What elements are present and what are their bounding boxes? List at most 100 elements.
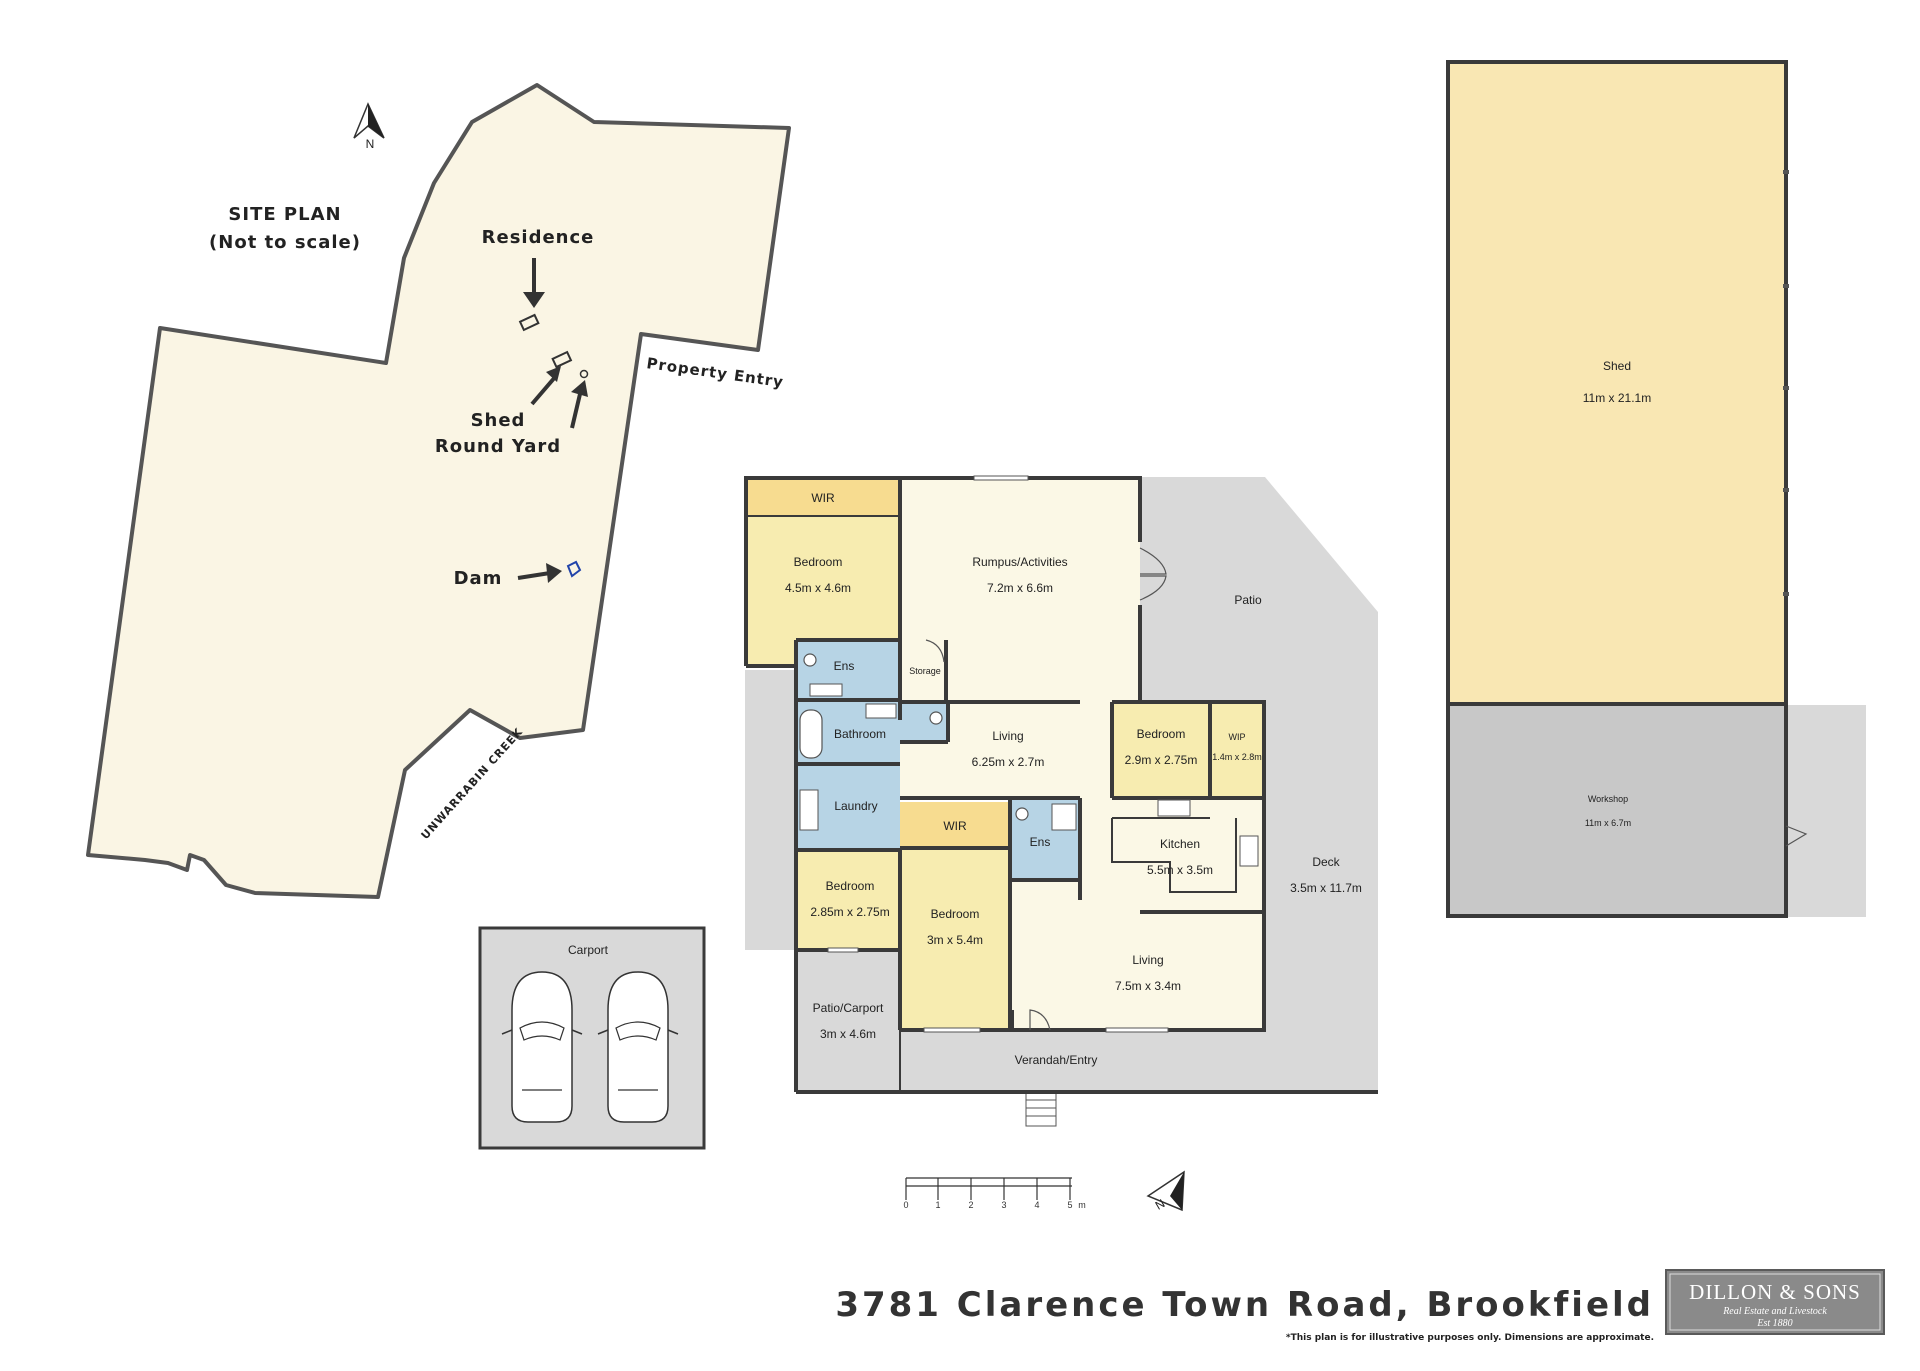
wip-dims: 1.4m x 2.8m (1212, 752, 1262, 762)
property-entry-label: Property Entry (645, 354, 785, 391)
dam-marker (566, 560, 582, 578)
scale-tick: 2 (968, 1200, 973, 1210)
north-arrow-icon: N (353, 102, 385, 151)
living-1-dims: 6.25m x 2.7m (972, 755, 1045, 769)
scale-tick: 3 (1001, 1200, 1006, 1210)
shed-arrow-icon (530, 366, 561, 406)
wir-top-area (746, 478, 900, 516)
toilet-icon (803, 653, 817, 667)
toilet-icon (929, 711, 943, 725)
side-path (745, 670, 795, 950)
scale-tick: 5 (1067, 1200, 1072, 1210)
round-yard-marker (579, 369, 589, 379)
deck-area (1264, 700, 1378, 1092)
bathroom-label: Bathroom (834, 727, 886, 741)
scale-tick: 1 (935, 1200, 940, 1210)
car-icon (597, 971, 679, 1123)
wir-mid-label: WIR (943, 819, 967, 833)
workshop-dims: 11m x 6.7m (1585, 818, 1631, 828)
bedroom-3-area (796, 850, 900, 950)
bedroom-4-name: Bedroom (931, 907, 980, 921)
cooktop-icon (1157, 799, 1191, 817)
laundry-tub-icon (799, 789, 819, 831)
patio-carport-area (796, 950, 900, 1092)
logo-tagline: Real Estate and Livestock (1722, 1306, 1827, 1317)
site-boundary (86, 83, 791, 899)
storage-area (900, 640, 946, 702)
living-2-name: Living (1132, 953, 1163, 967)
site-north-label: N (366, 137, 375, 151)
wip-name: WIP (1229, 732, 1246, 742)
site-plan-subtitle: (Not to scale) (209, 232, 361, 253)
shower-icon (1051, 803, 1077, 831)
patio-carport-name: Patio/Carport (813, 1001, 884, 1015)
wip-area (1210, 702, 1264, 798)
kitchen-name: Kitchen (1160, 837, 1200, 851)
logo-est: Est 1880 (1756, 1318, 1792, 1329)
shed-label: Shed (471, 410, 526, 431)
agency-logo: DILLON & SONS Real Estate and Livestock … (1665, 1269, 1885, 1335)
house-floor-plan: WIR Bedroom 4.5m x 4.6m Rumpus/Activitie… (744, 475, 1378, 1127)
bedroom-1-dims: 4.5m x 4.6m (785, 581, 851, 595)
shed-marker (551, 350, 573, 369)
verandah-area (900, 1030, 1378, 1092)
kitchen-dims: 5.5m x 3.5m (1147, 863, 1213, 877)
workshop-annex (1786, 705, 1866, 917)
shed-dims: 11m x 21.1m (1583, 391, 1651, 405)
rumpus-dims: 7.2m x 6.6m (987, 581, 1053, 595)
shed-area (1446, 60, 1788, 706)
dam-arrow-icon (517, 563, 562, 583)
bedroom-3-name: Bedroom (826, 879, 875, 893)
living-2-dims: 7.5m x 3.4m (1115, 979, 1181, 993)
shed-name: Shed (1603, 359, 1631, 373)
scale-tick: 0 (903, 1200, 908, 1210)
bedroom-4-dims: 3m x 5.4m (927, 933, 983, 947)
window (923, 1027, 981, 1033)
patio-carport-dims: 3m x 4.6m (820, 1027, 876, 1041)
walls (744, 476, 1378, 1094)
living-1-name: Living (992, 729, 1023, 743)
bedroom-2-area (1112, 702, 1210, 798)
carport-label: Carport (568, 943, 609, 957)
wir-top-label: WIR (811, 491, 835, 505)
car-icon (501, 971, 583, 1123)
shed-building: Shed 11m x 21.1m Workshop 11m x 6.7m (1446, 60, 1866, 918)
logo-name: DILLON & SONS (1689, 1280, 1861, 1304)
bathtub-icon (799, 709, 823, 759)
residence-label: Residence (482, 227, 595, 248)
storage-label: Storage (909, 666, 941, 676)
workshop-door-icon (1785, 825, 1808, 847)
residence-marker (518, 313, 540, 332)
bedroom-4-area (900, 848, 1010, 1030)
bedroom-2-name: Bedroom (1137, 727, 1186, 741)
workshop-area (1446, 702, 1788, 918)
dam-label: Dam (454, 568, 503, 589)
plan-north-arrow-icon: N (1146, 1170, 1185, 1213)
basin-icon (809, 683, 843, 697)
patio-area (1140, 477, 1378, 700)
patio-label: Patio (1234, 593, 1262, 607)
storage-door-icon (925, 639, 945, 663)
rumpus-name: Rumpus/Activities (972, 555, 1067, 569)
patio-doors-icon (1139, 547, 1167, 601)
toilet-icon (1015, 807, 1029, 821)
basin-icon (865, 703, 897, 719)
scale-tick: 4 (1034, 1200, 1039, 1210)
window (827, 947, 859, 953)
carport: Carport (478, 926, 706, 1150)
disclaimer-text: *This plan is for illustrative purposes … (1286, 1333, 1654, 1343)
ens-top-label: Ens (834, 659, 855, 673)
kitchen-sink-icon (1239, 835, 1259, 867)
window (1105, 1027, 1169, 1033)
property-address: 3781 Clarence Town Road, Brookfield (835, 1285, 1654, 1325)
bedroom-1-name: Bedroom (794, 555, 843, 569)
verandah-steps (1025, 1091, 1057, 1127)
scale-bar: 0 1 2 3 4 5 m (903, 1177, 1086, 1210)
round-yard-arrow-icon (570, 380, 588, 429)
scale-unit: m (1078, 1200, 1086, 1210)
residence-arrow-icon (523, 258, 545, 308)
ens-mid-label: Ens (1030, 835, 1051, 849)
wir-mid-area (900, 802, 1010, 848)
deck-name: Deck (1312, 855, 1340, 869)
